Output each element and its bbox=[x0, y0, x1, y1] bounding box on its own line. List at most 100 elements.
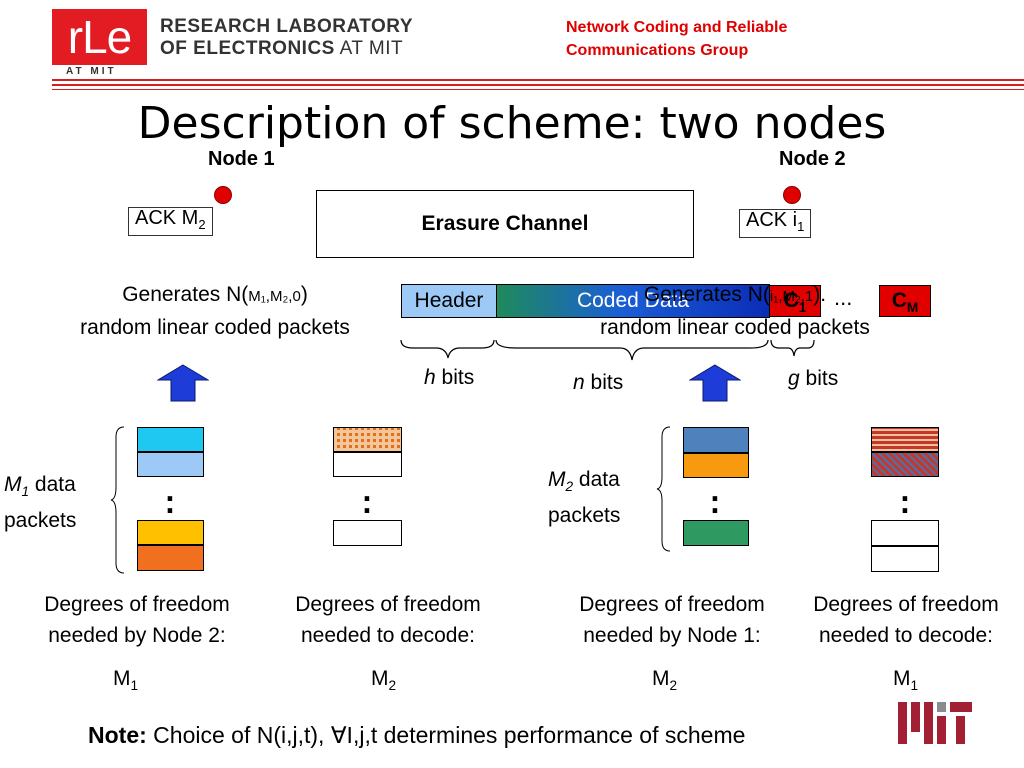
header-brace-icon bbox=[400, 339, 495, 359]
lab-name-bold: OF ELECTRONICS bbox=[160, 38, 335, 59]
up-arrow-icon bbox=[689, 364, 741, 402]
dof-node2-value: M1 bbox=[113, 667, 138, 693]
m2-vertical-dots: ... bbox=[710, 472, 720, 532]
dof-decode-left: Degrees of freedom needed to decode: bbox=[263, 589, 513, 651]
h-var: h bbox=[424, 366, 436, 389]
dof-decode-right-line2: needed to decode: bbox=[819, 624, 993, 647]
lab-name-line1: RESEARCH LABORATORY bbox=[160, 16, 413, 37]
dof-node2-line2: needed by Node 2: bbox=[48, 624, 226, 647]
m1-packet-4 bbox=[137, 545, 204, 571]
dof-decode-left-line1: Degrees of freedom bbox=[295, 593, 481, 616]
dof-node1-line1: Degrees of freedom bbox=[579, 593, 765, 616]
m1-label-rest: data bbox=[29, 473, 76, 496]
dof-node1-value: M2 bbox=[652, 667, 677, 693]
generates-left: Generates N(M₁,M₂,0) random linear coded… bbox=[40, 279, 390, 343]
dof-decode-right-value-sub: 1 bbox=[910, 678, 919, 694]
m2-label-line2: packets bbox=[548, 504, 621, 528]
decode-node2-coded-row-1 bbox=[871, 427, 939, 452]
m1-vertical-dots: ... bbox=[165, 472, 175, 532]
header-rule-2 bbox=[52, 84, 1024, 86]
g-bits-text: bits bbox=[799, 367, 839, 390]
mit-logo-icon bbox=[898, 702, 972, 744]
erasure-channel-box: Erasure Channel bbox=[316, 190, 694, 258]
m1-label-line2: packets bbox=[4, 509, 77, 533]
packet-cm-text: C bbox=[891, 289, 907, 312]
node2-ack-text: ACK i bbox=[746, 209, 798, 231]
data-brace-icon bbox=[495, 339, 769, 361]
dof-decode-left-value: M2 bbox=[371, 667, 396, 693]
m2-packet-3 bbox=[683, 520, 749, 546]
m1-data-label: M1 data packets bbox=[4, 470, 76, 535]
dof-node1-line2: needed by Node 1: bbox=[583, 624, 761, 647]
generates-right: Generates N(i₁,M₂,1). random linear code… bbox=[560, 279, 910, 343]
node2-ack-sub: 1 bbox=[797, 219, 805, 234]
decode-node2-dots: ... bbox=[900, 472, 910, 532]
decode-node1-empty-row-2 bbox=[333, 520, 402, 546]
decode-node2-coded-row-2 bbox=[871, 452, 939, 477]
generates-right-args: i₁,M₂,1 bbox=[769, 288, 814, 305]
decode-node1-coded-row bbox=[333, 427, 402, 452]
checksum-brace-icon bbox=[770, 339, 815, 357]
n-bits-text: bits bbox=[584, 371, 624, 394]
m2-var: M bbox=[548, 468, 566, 491]
generates-right-prefix: Generates N( bbox=[643, 283, 770, 306]
decode-node1-dots: ... bbox=[362, 472, 372, 532]
up-arrow-icon bbox=[157, 364, 209, 402]
generates-left-close: ) bbox=[300, 283, 308, 306]
dof-node1-value-text: M bbox=[652, 667, 670, 690]
decode-node2-empty-row-1 bbox=[871, 520, 939, 546]
dof-node1: Degrees of freedom needed by Node 1: bbox=[547, 589, 797, 651]
slide-title: Description of scheme: two nodes bbox=[137, 98, 887, 149]
packet-header: Header bbox=[401, 284, 497, 318]
dof-decode-left-value-text: M bbox=[371, 667, 389, 690]
packet-c1-text: C bbox=[783, 289, 799, 312]
generates-left-line1: Generates N(M₁,M₂,0) bbox=[40, 279, 390, 312]
dof-node2-value-text: M bbox=[113, 667, 131, 690]
note-text: Choice of N(i,j,t), ∀I,j,t determines pe… bbox=[146, 722, 746, 748]
header-rule-3 bbox=[52, 89, 1024, 90]
m2-packet-2 bbox=[683, 453, 749, 478]
g-var: g bbox=[788, 367, 800, 390]
lab-name-line2: OF ELECTRONICS AT MIT bbox=[160, 38, 403, 60]
m1-brace-icon bbox=[110, 426, 125, 574]
n-var: n bbox=[573, 371, 585, 394]
packet-braces bbox=[400, 339, 815, 361]
m1-var: M bbox=[4, 473, 22, 496]
packet-ellipsis: ... bbox=[834, 285, 853, 310]
node1-label: Node 1 bbox=[208, 148, 275, 170]
m2-brace-icon bbox=[656, 426, 671, 552]
group-line2: Communications Group bbox=[566, 42, 749, 59]
m1-packet-2 bbox=[137, 452, 204, 477]
m1-packet-1 bbox=[137, 427, 204, 452]
g-bits-label: g bits bbox=[788, 367, 838, 391]
m1-sub: 1 bbox=[21, 484, 30, 500]
generates-left-args: M₁,M₂,0 bbox=[248, 288, 301, 305]
header-rule-1 bbox=[52, 79, 1024, 81]
packet-cm: CM bbox=[879, 285, 931, 317]
h-bits-label: h bits bbox=[424, 366, 474, 390]
m2-label-line1: M2 data bbox=[548, 465, 620, 501]
dof-decode-left-line2: needed to decode: bbox=[301, 624, 475, 647]
generates-right-close: ). bbox=[813, 283, 827, 306]
node2-dot bbox=[783, 186, 801, 204]
h-bits-text: bits bbox=[435, 366, 475, 389]
node1-ack-text: ACK M bbox=[135, 207, 199, 229]
group-name: Network Coding and Reliable Communicatio… bbox=[566, 16, 787, 62]
generates-left-line2: random linear coded packets bbox=[80, 316, 350, 339]
dof-node2-value-sub: 1 bbox=[130, 678, 139, 694]
logo-text: rLe bbox=[67, 11, 132, 63]
node1-ack: ACK M2 bbox=[128, 207, 213, 236]
packet-c1-sub: 1 bbox=[798, 300, 807, 316]
lab-name-rest: AT MIT bbox=[334, 38, 404, 59]
generates-right-line2: random linear coded packets bbox=[600, 316, 870, 339]
packet-c1: C1 bbox=[769, 285, 821, 317]
logo-subtext: AT MIT bbox=[66, 66, 117, 77]
generates-left-prefix: Generates N( bbox=[122, 283, 249, 306]
m2-sub: 2 bbox=[565, 479, 574, 495]
m1-label-line1: M1 data bbox=[4, 470, 76, 506]
dof-node1-value-sub: 2 bbox=[669, 678, 678, 694]
note: Note: Choice of N(i,j,t), ∀I,j,t determi… bbox=[88, 722, 745, 749]
generates-right-line1: Generates N(i₁,M₂,1). bbox=[560, 279, 910, 312]
n-bits-label: n bits bbox=[573, 371, 623, 395]
packet-cm-sub: M bbox=[906, 300, 919, 316]
